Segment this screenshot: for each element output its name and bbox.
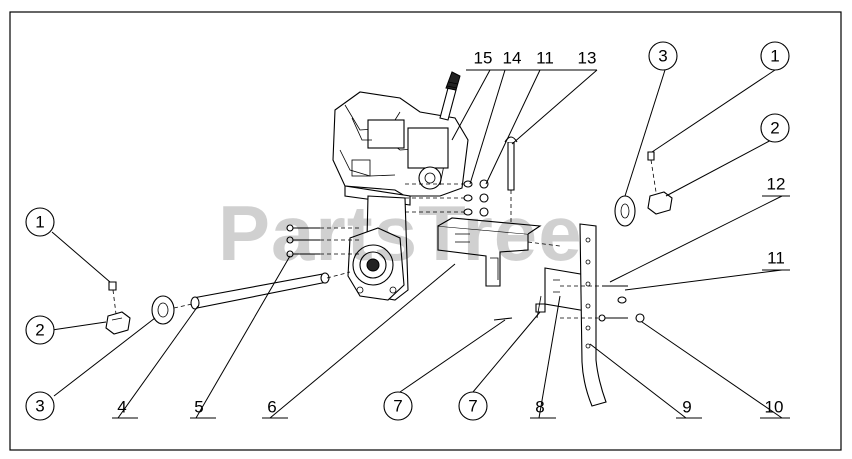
callout-3-left: 3 [25, 391, 55, 421]
callout-11-right: 11 [762, 249, 790, 271]
svg-text:4: 4 [117, 398, 126, 417]
svg-text:13: 13 [578, 49, 597, 68]
callout-2-left: 2 [25, 315, 55, 345]
callout-8: 8 [530, 398, 556, 419]
left-nut-bolt [105, 281, 131, 335]
clevis-pin [504, 136, 518, 222]
callout-7-b: 7 [458, 391, 488, 421]
callout-9: 9 [676, 398, 702, 419]
svg-text:1: 1 [770, 47, 779, 66]
svg-text:7: 7 [393, 397, 402, 416]
svg-text:1: 1 [35, 213, 44, 232]
svg-text:5: 5 [194, 398, 203, 417]
leader-lines [51, 69, 783, 419]
depth-bar [579, 223, 607, 407]
svg-text:7: 7 [468, 397, 477, 416]
callout-15: 15 [474, 49, 493, 68]
right-fasteners [560, 285, 645, 323]
callout-6: 6 [262, 398, 288, 419]
callout-11-top: 11 [536, 49, 554, 68]
watermark-text: PartsTree [218, 189, 583, 277]
axle-shaft [190, 271, 351, 310]
svg-text:3: 3 [35, 397, 44, 416]
callout-12: 12 [762, 175, 790, 197]
svg-text:14: 14 [503, 49, 522, 68]
callout-1-right: 1 [760, 41, 790, 71]
small-pins [493, 317, 513, 321]
svg-text:2: 2 [770, 119, 779, 138]
svg-text:3: 3 [658, 47, 667, 66]
gearbox-assembly [332, 71, 469, 301]
callout-3-right: 3 [648, 41, 678, 71]
callout-13: 13 [578, 49, 597, 68]
callout-1-left: 1 [25, 207, 55, 237]
svg-text:12: 12 [767, 175, 786, 194]
bolts-set [286, 224, 360, 258]
right-nut-bolt [647, 151, 673, 215]
svg-text:8: 8 [535, 398, 544, 417]
callout-5: 5 [190, 398, 216, 419]
svg-text:2: 2 [35, 321, 44, 340]
left-bearing-cap [151, 295, 193, 325]
diagram-frame [9, 11, 842, 451]
mount-bracket [437, 217, 561, 287]
svg-text:9: 9 [682, 398, 691, 417]
washer-nut-stack [405, 179, 489, 217]
callout-10: 10 [760, 398, 790, 419]
callout-7-a: 7 [383, 391, 413, 421]
svg-text:10: 10 [765, 398, 784, 417]
svg-text:11: 11 [767, 249, 785, 268]
svg-text:15: 15 [474, 49, 493, 68]
callout-4: 4 [112, 398, 138, 419]
callout-14: 14 [503, 49, 522, 68]
callout-2-right: 2 [760, 113, 790, 143]
right-bearing-cap [614, 195, 636, 227]
svg-text:6: 6 [267, 398, 276, 417]
svg-text:11: 11 [536, 49, 554, 68]
